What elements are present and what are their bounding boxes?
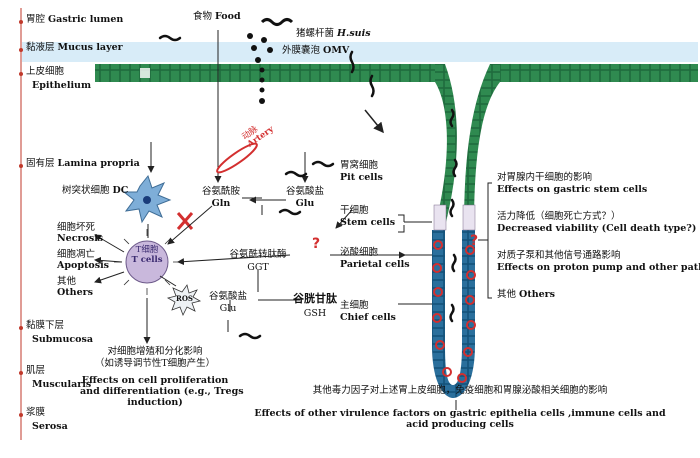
proliferation-zh: 对细胞增殖和分化影响（如诱导调节性T细胞产生） — [94, 346, 216, 369]
question-mark-1: ? — [312, 236, 320, 252]
layer-muscularis-zh: 肌层 — [26, 365, 46, 376]
hsuis-label: 猪螺杆菌 H.suis — [296, 28, 371, 39]
effect-viability: 活力降低（细胞死亡方式？）Decreased viability (Cell d… — [497, 211, 697, 234]
effects-bracket — [487, 182, 492, 299]
food-label: 食物 Food — [193, 11, 241, 22]
parietal-cells-in-gland — [432, 240, 476, 383]
epithelium-band-left — [95, 64, 435, 82]
ros-burst-icon — [166, 284, 202, 316]
bacteria-on-epithelium — [158, 34, 375, 98]
bacteria-in-gland — [449, 108, 458, 323]
effect-others: 其他 Others — [497, 289, 556, 300]
bottom-caption-en: Effects of other virulence factors on ga… — [254, 408, 666, 430]
gland-wall-right-upper — [464, 64, 500, 230]
dc-label: 树突状细胞 DC — [62, 185, 129, 196]
gland-base — [432, 345, 475, 398]
layer-serosa-zh: 浆膜 — [26, 407, 46, 418]
epithelium-layer-rows — [22, 64, 95, 82]
artery-icon — [216, 142, 258, 174]
mucus-layer-band — [22, 42, 698, 62]
epithelium-band-right — [500, 64, 698, 82]
omv-label: 外膜囊泡 OMV — [282, 45, 350, 56]
question-mark-2: ? — [470, 233, 478, 249]
layer-serosa-en: Serosa — [32, 421, 68, 432]
layer-lumen-label: 胃腔 Gastric lumen — [26, 14, 124, 25]
gland-wall-right-lower — [462, 230, 475, 345]
omv-icon — [247, 33, 273, 63]
hsuis-bacterium-icon — [260, 18, 294, 26]
layer-submucosa-zh: 黏膜下层 — [26, 320, 65, 331]
layer-muscularis-en: Muscularis — [32, 379, 92, 390]
layer-epithelium-en: Epithelium — [32, 80, 92, 91]
layer-lamina-label: 固有层 Lamina propria — [26, 158, 140, 169]
ros-label: ROS — [176, 294, 193, 303]
layer-submucosa-en: Submucosa — [32, 334, 93, 345]
layer-epithelium-zh: 上皮细胞 — [26, 66, 65, 77]
blocked-x-icon — [176, 212, 194, 230]
gland-wall-left-upper — [434, 64, 457, 230]
bottom-caption-zh: 其他毒力因子对上述胃上皮细胞，免疫细胞和胃腺泌酸相关细胞的影响 — [312, 385, 608, 396]
layer-mucus-label: 黏液层 Mucus layer — [26, 42, 123, 53]
